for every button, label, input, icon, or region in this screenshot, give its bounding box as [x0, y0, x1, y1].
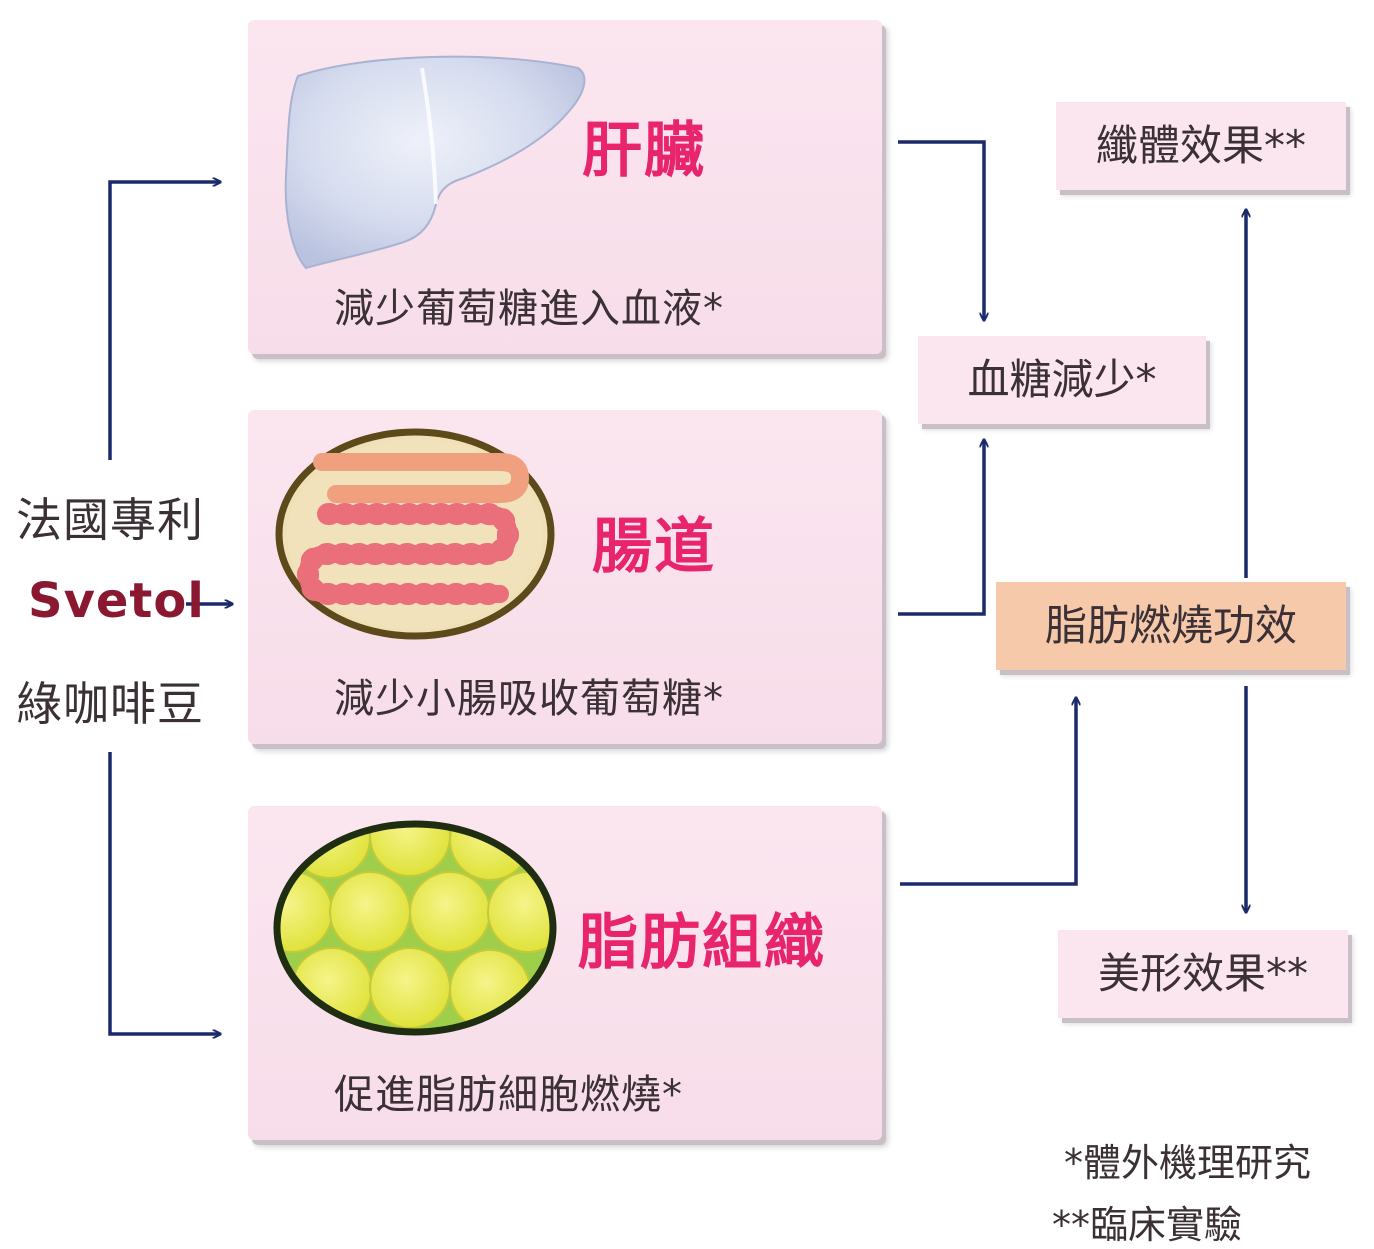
- organ-title-fat: 脂肪組織: [578, 908, 826, 978]
- arrow-to-liver: [108, 182, 220, 460]
- arrow-intestine-to-blood-sugar: [898, 440, 984, 616]
- note-clinical: **臨床實驗: [1052, 1203, 1243, 1247]
- organ-desc-intestine: 減少小腸吸收葡萄糖*: [334, 676, 724, 722]
- arrow-liver-to-blood-sugar: [898, 140, 984, 320]
- organ-title-liver: 肝臟: [582, 116, 706, 186]
- organ-card-fat: 脂肪組織 促進脂肪細胞燃燒*: [248, 806, 882, 1140]
- intestine-icon: [275, 428, 555, 640]
- organ-card-intestine: 腸道 減少小腸吸收葡萄糖*: [248, 410, 882, 744]
- organ-desc-liver: 減少葡萄糖進入血液*: [334, 286, 724, 332]
- arrow-fat-to-fat-burn: [900, 698, 1076, 886]
- organ-title-intestine: 腸道: [592, 512, 716, 582]
- organ-desc-fat: 促進脂肪細胞燃燒*: [334, 1072, 683, 1118]
- source-brand: Svetol: [28, 573, 205, 629]
- effect-blood-sugar: 血糖減少*: [918, 336, 1206, 424]
- fat-cells-icon: [273, 820, 557, 1036]
- source-line-patent: 法國專利: [16, 493, 204, 547]
- note-in-vitro: *體外機理研究: [1064, 1141, 1312, 1185]
- liver-icon: [284, 55, 586, 270]
- effect-slim: 纖體效果**: [1056, 102, 1346, 190]
- arrow-to-fat: [108, 752, 220, 1034]
- source-line-coffee: 綠咖啡豆: [16, 677, 204, 731]
- organ-card-liver: 肝臟 減少葡萄糖進入血液*: [248, 20, 882, 354]
- effect-fat-burn: 脂肪燃燒功效: [996, 582, 1346, 670]
- effect-shape: 美形效果**: [1058, 930, 1348, 1018]
